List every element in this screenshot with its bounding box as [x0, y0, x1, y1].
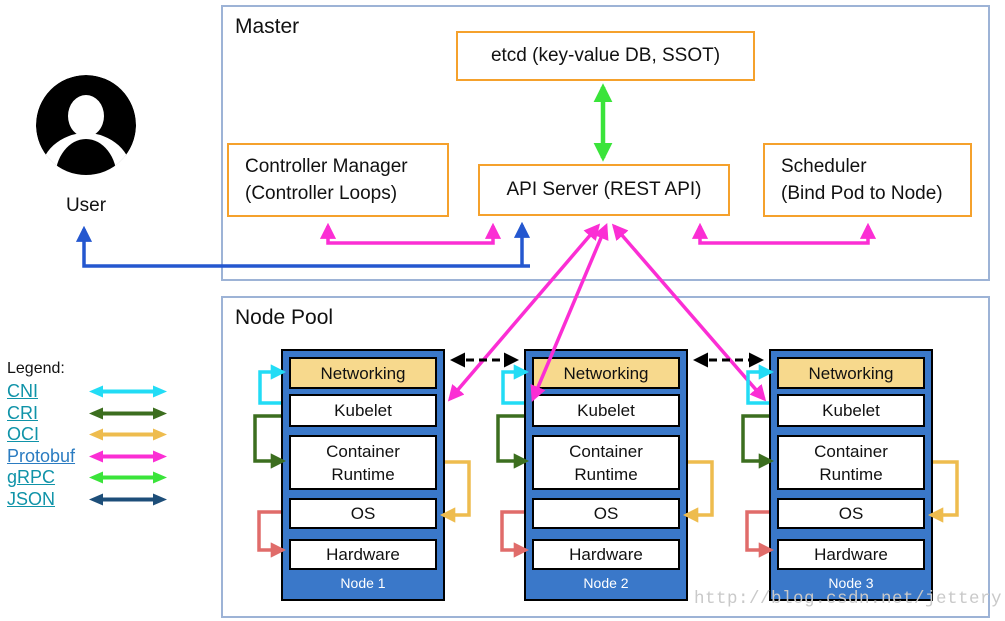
user-label: User: [65, 195, 107, 216]
networking-layer: Networking: [532, 357, 680, 389]
legend-item-oci: OCI: [7, 424, 167, 446]
os-layer: OS: [532, 498, 680, 529]
user-icon: [36, 75, 136, 175]
os-layer: OS: [777, 498, 925, 529]
node-3: Networking Kubelet Container Runtime OS …: [769, 349, 933, 601]
legend-item-grpc: gRPC: [7, 467, 167, 489]
networking-layer: Networking: [289, 357, 437, 389]
node-name-label: Node 3: [828, 575, 874, 591]
node-2: Networking Kubelet Container Runtime OS …: [524, 349, 688, 601]
legend-link-cri[interactable]: CRI: [7, 402, 38, 423]
controller-manager-line2: (Controller Loops): [245, 183, 398, 204]
hardware-layer: Hardware: [532, 539, 680, 570]
legend-item-cri: CRI: [7, 403, 167, 425]
legend-link-protobuf[interactable]: Protobuf: [7, 445, 76, 466]
oci-arrow-icon: [89, 428, 167, 441]
grpc-arrow-icon: [89, 471, 167, 484]
user: User: [36, 75, 136, 217]
cri-arrow-icon: [89, 407, 167, 420]
hardware-layer: Hardware: [289, 539, 437, 570]
legend-item-cni: CNI: [7, 381, 167, 403]
legend-item-json: JSON: [7, 489, 167, 511]
etcd-box: etcd (key-value DB, SSOT): [456, 31, 755, 81]
node-name-label: Node 2: [583, 575, 629, 591]
container-runtime-layer: Container Runtime: [777, 435, 925, 490]
protobuf-arrow-icon: [89, 450, 167, 463]
hardware-layer: Hardware: [777, 539, 925, 570]
os-layer: OS: [289, 498, 437, 529]
cni-arrow-icon: [89, 385, 167, 398]
json-arrow-icon: [89, 493, 167, 506]
api-server-label: API Server (REST API): [506, 179, 702, 200]
controller-manager-line1: Controller Manager: [245, 156, 408, 177]
legend-title: Legend:: [7, 360, 65, 377]
api-server-box: API Server (REST API): [478, 164, 730, 216]
node-1: Networking Kubelet Container Runtime OS …: [281, 349, 445, 601]
legend-item-protobuf: Protobuf: [7, 446, 167, 468]
node-pool-title: Node Pool: [235, 306, 334, 329]
controller-manager-box: Controller Manager (Controller Loops): [227, 143, 449, 217]
legend-link-grpc[interactable]: gRPC: [7, 467, 56, 488]
scheduler-line1: Scheduler: [781, 156, 867, 177]
kubelet-layer: Kubelet: [289, 394, 437, 427]
legend-link-cni[interactable]: CNI: [7, 381, 38, 402]
scheduler-line2: (Bind Pod to Node): [781, 183, 943, 204]
node-name-label: Node 1: [340, 575, 386, 591]
container-runtime-layer: Container Runtime: [289, 435, 437, 490]
legend-link-oci[interactable]: OCI: [7, 424, 40, 445]
kubelet-layer: Kubelet: [532, 394, 680, 427]
kubelet-layer: Kubelet: [777, 394, 925, 427]
watermark: http://blog.csdn.net/jettery: [694, 589, 1003, 609]
scheduler-box: Scheduler (Bind Pod to Node): [763, 143, 972, 217]
container-runtime-layer: Container Runtime: [532, 435, 680, 490]
legend-link-json[interactable]: JSON: [7, 488, 56, 509]
etcd-label: etcd (key-value DB, SSOT): [490, 45, 721, 66]
networking-layer: Networking: [777, 357, 925, 389]
legend: Legend: CNI CRI OCI Protobuf gRPC JSON: [7, 360, 167, 510]
master-title: Master: [235, 15, 300, 38]
